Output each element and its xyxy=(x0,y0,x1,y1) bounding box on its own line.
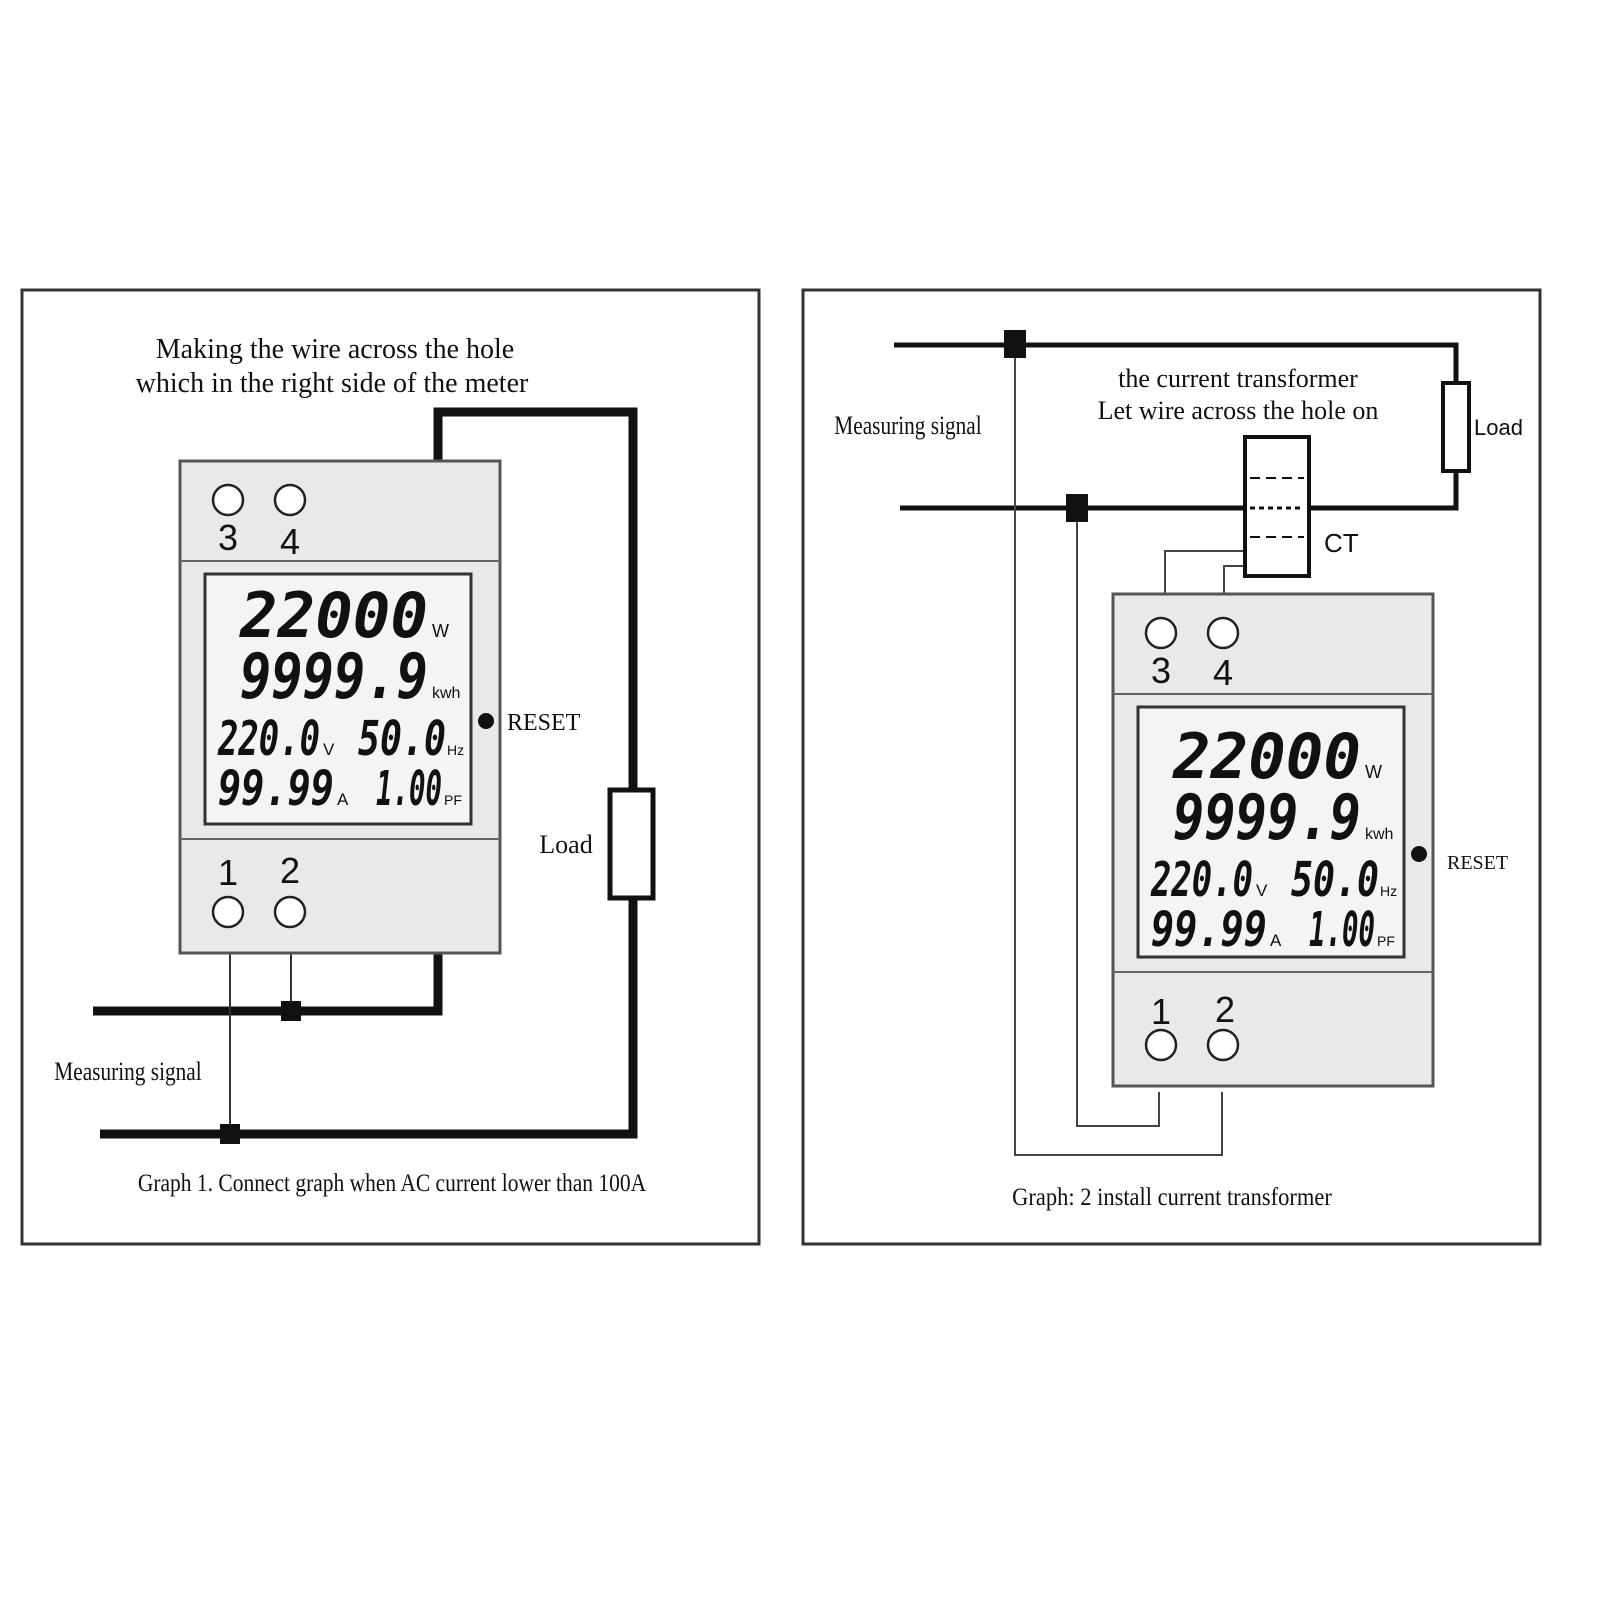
graph-1-junction-b xyxy=(220,1124,240,1144)
lcd-pf-unit: PF xyxy=(1377,933,1395,949)
meter-terminal-2-label: 2 xyxy=(280,850,300,891)
graph-2-reset-label: RESET xyxy=(1447,852,1508,874)
lcd-energy-unit: kwh xyxy=(1365,826,1393,843)
meter-terminal-3-label: 3 xyxy=(218,517,238,558)
graph-1-signal-label: Measuring signal xyxy=(54,1058,202,1086)
lcd-frequency-value: 50.0 xyxy=(1291,852,1379,908)
lcd-energy-value: 9999.9 xyxy=(1173,781,1361,854)
graph-1-heading-line-1: Making the wire across the hole xyxy=(156,334,514,365)
graph-1-caption: Graph 1. Connect graph when AC current l… xyxy=(138,1170,646,1198)
lcd-voltage-unit: V xyxy=(323,740,335,759)
lcd-power-value: 22000 xyxy=(1172,720,1361,793)
graph-1-reset-label: RESET xyxy=(507,710,581,736)
meter-terminal-4-label: 4 xyxy=(280,521,300,562)
lcd-power-value: 22000 xyxy=(239,579,428,652)
graph-2-ct-label: CT xyxy=(1324,528,1359,558)
graph-2-heading-line-2: Let wire across the hole on xyxy=(1098,396,1379,425)
lcd-voltage-unit: V xyxy=(1256,881,1268,900)
meter-terminal-3-label: 3 xyxy=(1151,650,1171,691)
lcd-energy-unit: kwh xyxy=(432,685,460,702)
lcd-frequency-unit: Hz xyxy=(1380,883,1397,899)
lcd-frequency-value: 50.0 xyxy=(358,711,446,767)
lcd-voltage-value: 220.0 xyxy=(217,711,320,767)
lcd-power-unit: W xyxy=(432,621,449,641)
meter-terminal-2-label: 2 xyxy=(1215,989,1235,1030)
graph-1-load-label: Load xyxy=(539,830,592,859)
graph-1-heading-line-2: which in the right side of the meter xyxy=(136,368,529,399)
lcd-current-value: 99.99 xyxy=(218,761,334,817)
lcd-current-unit: A xyxy=(337,790,349,809)
lcd-power-unit: W xyxy=(1365,762,1382,782)
lcd-energy-value: 9999.9 xyxy=(240,640,428,713)
graph-2-signal-wires xyxy=(1014,345,1245,1156)
graph-2-signal-label: Measuring signal xyxy=(834,412,982,440)
lcd-pf-unit: PF xyxy=(444,792,462,808)
meter-terminal-4-label: 4 xyxy=(1213,652,1233,693)
graph-1-energy-meter: 3 4 1 2 22000 W 9999.9 kwh 220.0 V 50.0 … xyxy=(178,459,502,955)
lcd-frequency-unit: Hz xyxy=(447,742,464,758)
lcd-current-value: 99.99 xyxy=(1151,902,1267,958)
lcd-pf-value: 1.00 xyxy=(1309,902,1375,958)
graph-2-energy-meter: 3 4 1 2 22000 W 9999.9 kwh 220.0 V 50.0 … xyxy=(1111,592,1435,1088)
graph-2-heading-line-1: the current transformer xyxy=(1118,364,1358,393)
lcd-current-unit: A xyxy=(1270,931,1282,950)
meter-terminal-1-label: 1 xyxy=(218,852,238,893)
graph-1-main-wires xyxy=(93,407,638,1139)
graph-2-caption: Graph: 2 install current transformer xyxy=(1012,1184,1332,1211)
current-transformer xyxy=(1243,435,1311,578)
graph-2-junction-a xyxy=(1004,330,1026,358)
graph-2-load-label: Load xyxy=(1474,415,1523,440)
graph-2-panel: the current transformer Let wire across … xyxy=(801,288,1542,1246)
graph-2-load-resistor xyxy=(1441,381,1471,473)
lcd-voltage-value: 220.0 xyxy=(1150,852,1253,908)
graph-1-panel: Making the wire across the hole which in… xyxy=(20,288,761,1246)
lcd-pf-value: 1.00 xyxy=(376,761,442,817)
graph-1-junction-a xyxy=(281,1001,301,1021)
graph-1-load-resistor xyxy=(607,787,656,901)
meter-terminal-1-label: 1 xyxy=(1151,991,1171,1032)
graph-2-junction-b xyxy=(1066,494,1088,522)
